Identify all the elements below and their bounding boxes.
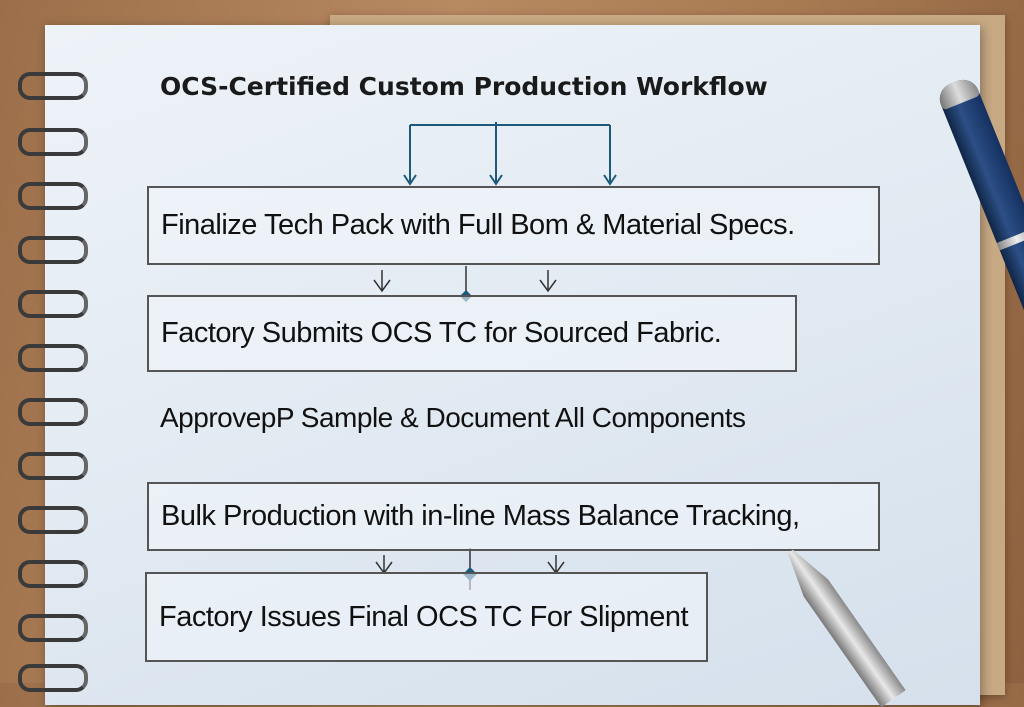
step-2-box: Factory Submits OCS TC for Sourced Fabri…	[147, 295, 797, 372]
step-4-box: Bulk Production with in-line Mass Balanc…	[147, 482, 880, 551]
diagram-title: OCS-Certified Custom Production Workflow	[160, 72, 768, 101]
step-5-box: Factory Issues Final OCS TC For Slipment	[145, 572, 708, 662]
step-3-text: ApprovepP Sample & Document All Componen…	[160, 402, 746, 433]
step-1-box: Finalize Tech Pack with Full Bom & Mater…	[147, 186, 880, 265]
